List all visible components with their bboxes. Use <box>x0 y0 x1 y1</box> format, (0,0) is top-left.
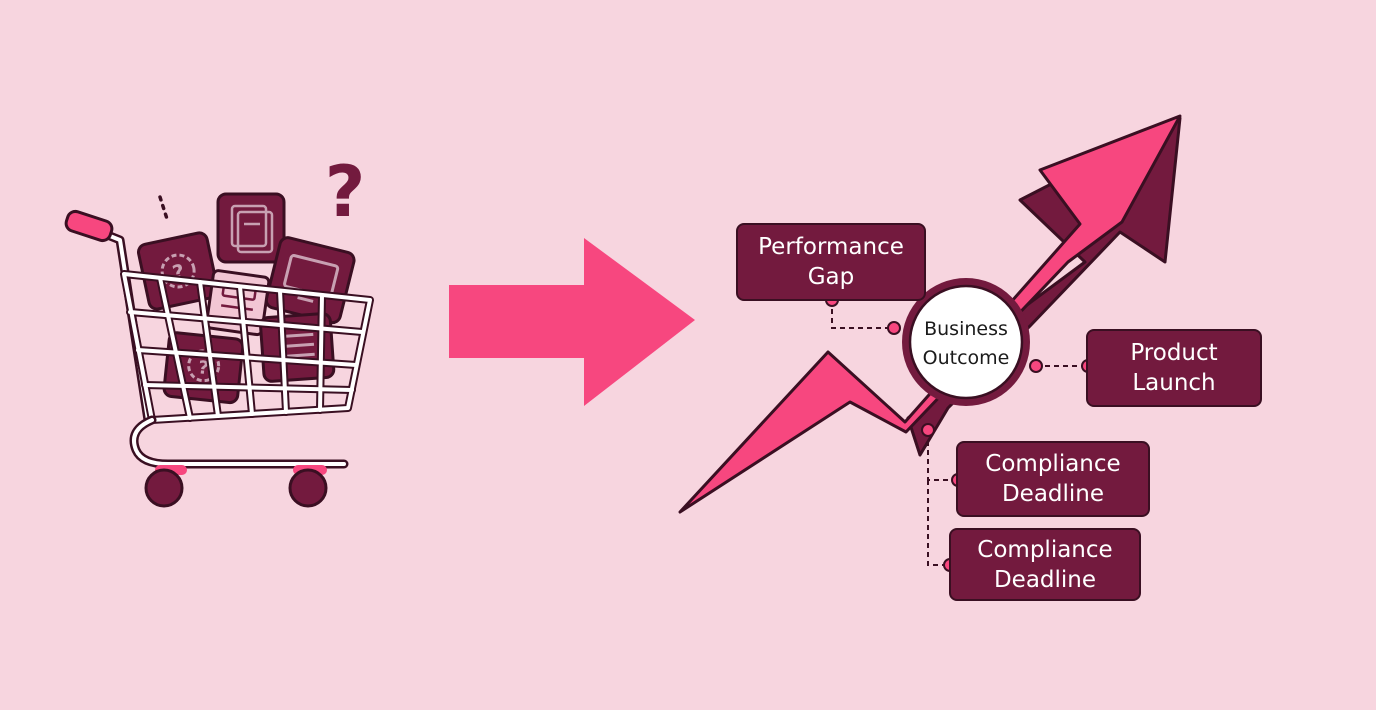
label-line2: Deadline <box>1002 481 1104 507</box>
hub-label-line2: Outcome <box>923 347 1010 369</box>
cart-basket <box>120 270 374 424</box>
question-mark-icon: ? <box>325 151 366 233</box>
label-line1: Performance <box>758 234 904 260</box>
label-performance-gap: Performance Gap <box>736 223 926 301</box>
label-compliance-deadline-2: Compliance Deadline <box>949 528 1141 601</box>
svg-text:?: ? <box>197 357 210 379</box>
label-line1: Product <box>1130 340 1217 366</box>
label-product-launch: Product Launch <box>1086 329 1262 407</box>
cart-frame <box>129 415 349 475</box>
connector-compliance-1 <box>927 432 958 481</box>
dotted-hint-line <box>158 195 170 224</box>
document-icon <box>216 192 286 264</box>
connector-compliance-2 <box>927 480 950 566</box>
business-outcome-hub: Business Outcome <box>902 278 1030 406</box>
label-line1: Compliance <box>985 451 1120 477</box>
transition-arrow-icon <box>449 238 695 406</box>
label-line1: Compliance <box>977 537 1112 563</box>
connector-lines <box>831 300 1088 566</box>
cart-wheel-right <box>288 468 328 508</box>
label-line2: Deadline <box>994 567 1096 593</box>
shopping-cart-icon: ? ? <box>64 151 374 508</box>
hub-label-line1: Business <box>924 318 1008 340</box>
label-compliance-deadline-1: Compliance Deadline <box>956 441 1150 517</box>
connector-performance-gap <box>831 300 894 329</box>
gear-question-icon: ? <box>136 231 220 311</box>
label-line2: Launch <box>1132 370 1215 396</box>
cart-wheel-left <box>144 468 184 508</box>
label-line2: Gap <box>808 264 855 290</box>
